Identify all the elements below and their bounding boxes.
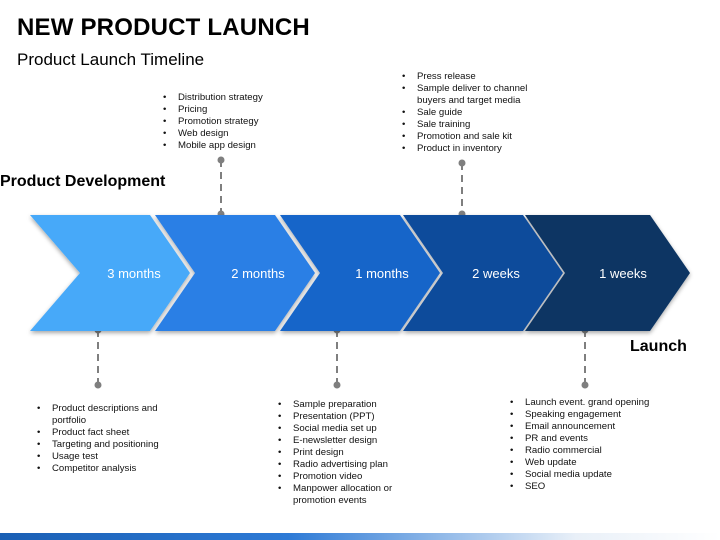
stage-3-duration: 1 months	[355, 266, 409, 281]
connector-bottom-stage3	[333, 326, 341, 389]
connector-bottom-stage5	[581, 326, 589, 389]
page-title: NEW PRODUCT LAUNCH	[17, 14, 310, 41]
stage-2-duration: 2 months	[231, 266, 285, 281]
list-item: Sample deliver to channel buyers and tar…	[402, 83, 532, 107]
list-item: Web design	[163, 128, 263, 140]
list-item: Usage test	[37, 451, 162, 463]
list-item: Radio advertising plan	[278, 459, 400, 471]
list-item: Print design	[278, 447, 400, 459]
list-item: Manpower allocation or promotion events	[278, 483, 400, 507]
callout-bottom-stage1: Product descriptions and portfolio Produ…	[37, 403, 162, 475]
list-item: Targeting and positioning	[37, 439, 162, 451]
list-item: Promotion and sale kit	[402, 131, 532, 143]
list-item: Sale training	[402, 119, 532, 131]
list-item: Social media set up	[278, 423, 400, 435]
stage-4-duration: 2 weeks	[472, 266, 520, 281]
callout-top-stage2: Distribution strategy Pricing Promotion …	[163, 92, 263, 152]
connector-top-stage2	[217, 156, 225, 218]
page-subtitle: Product Launch Timeline	[17, 50, 205, 69]
stage-2-chevron	[155, 215, 315, 331]
list-item: Pricing	[163, 104, 263, 116]
stage-1-duration: 3 months	[107, 266, 161, 281]
launch-label: Launch	[630, 338, 687, 355]
list-item: Promotion video	[278, 471, 400, 483]
list-item: Press release	[402, 71, 532, 83]
list-item: Mobile app design	[163, 140, 263, 152]
list-item: Email announcement	[510, 421, 649, 433]
stage-5-chevron	[525, 215, 690, 331]
list-item: E-newsletter design	[278, 435, 400, 447]
callout-bottom-stage5: Launch event. grand opening Speaking eng…	[510, 397, 649, 493]
list-item: Sample preparation	[278, 399, 400, 411]
list-item: Product descriptions and portfolio	[37, 403, 162, 427]
stage-5-duration: 1 weeks	[599, 266, 647, 281]
stage-3-chevron	[280, 215, 440, 331]
list-item: Competitor analysis	[37, 463, 162, 475]
list-item: Launch event. grand opening	[510, 397, 649, 409]
list-item: Product fact sheet	[37, 427, 162, 439]
product-development-label: Product Development	[0, 173, 166, 190]
footer-bar	[0, 533, 720, 540]
connector-top-stage4	[458, 159, 466, 218]
connector-bottom-stage1	[94, 326, 102, 389]
list-item: Radio commercial	[510, 445, 649, 457]
list-item: Web update	[510, 457, 649, 469]
list-item: Speaking engagement	[510, 409, 649, 421]
list-item: Sale guide	[402, 107, 532, 119]
callout-top-stage4: Press release Sample deliver to channel …	[402, 71, 532, 155]
list-item: Promotion strategy	[163, 116, 263, 128]
callout-bottom-stage3: Sample preparation Presentation (PPT) So…	[278, 399, 400, 507]
list-item: Presentation (PPT)	[278, 411, 400, 423]
stage-4-chevron	[403, 215, 563, 331]
list-item: PR and events	[510, 433, 649, 445]
stage-1-chevron	[30, 215, 190, 331]
list-item: Product in inventory	[402, 143, 532, 155]
list-item: SEO	[510, 481, 649, 493]
list-item: Social media update	[510, 469, 649, 481]
list-item: Distribution strategy	[163, 92, 263, 104]
